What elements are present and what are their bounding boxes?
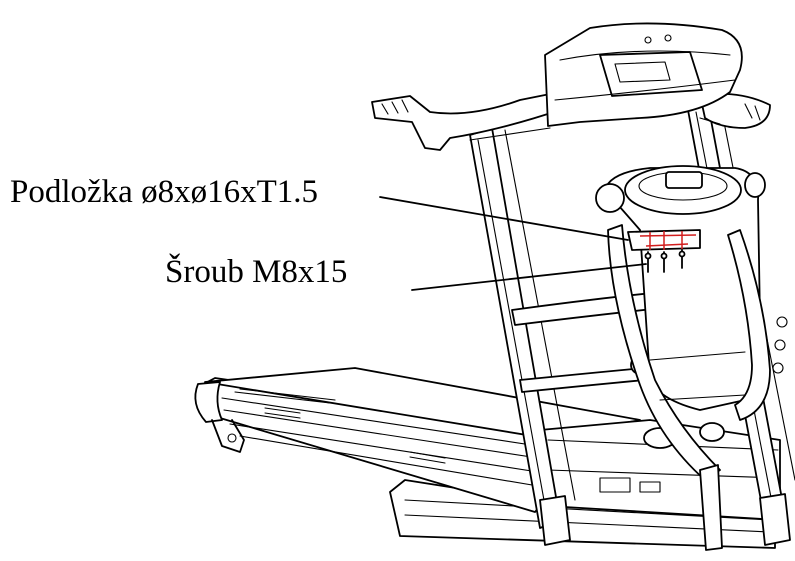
mounting-screws: [644, 249, 686, 273]
washer-label: Podložka ø8xø16xT1.5: [10, 174, 318, 210]
mounting-plate: [627, 229, 701, 251]
massager-unit: [595, 165, 788, 551]
console-handlebar: [371, 22, 771, 151]
screw-leader-line: [411, 263, 647, 291]
screw-label: Šroub M8x15: [165, 254, 348, 290]
washer-leader-line: [379, 196, 629, 241]
